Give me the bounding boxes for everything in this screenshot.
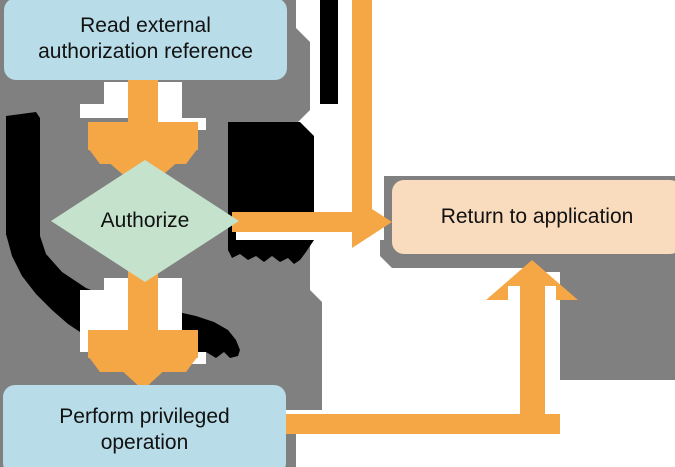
arrowhead-perform-to-return <box>486 260 578 300</box>
node-return-label: Return to application <box>440 205 634 229</box>
edge-entry-top <box>352 0 372 214</box>
node-return-to-application[interactable]: Return to application <box>392 180 675 254</box>
arrow-read-wing-l <box>88 122 128 150</box>
arrow-perform-skirt <box>88 356 198 372</box>
node-perform-label: Perform privileged operation <box>59 405 230 454</box>
arrow-perform-wing-r <box>158 330 198 358</box>
black-blob-left <box>6 112 240 358</box>
edge-perform-to-return-h <box>282 414 560 434</box>
node-perform-privileged-operation[interactable]: Perform privileged operation <box>3 385 286 467</box>
black-blob-top-right <box>320 0 338 104</box>
node-read-external-authorization-reference[interactable]: Read external authorization reference <box>4 0 287 80</box>
edge-perform-to-return-v <box>520 286 545 434</box>
diamond-authorize[interactable] <box>51 160 239 282</box>
node-read-label: Read external authorization reference <box>38 14 253 63</box>
arrow-read-wing-r <box>158 122 198 150</box>
arrow-read-skirt <box>88 148 198 164</box>
arrowhead-to-return <box>336 196 392 248</box>
arrow-strokes <box>88 0 578 434</box>
arrow-perform-wing-l <box>88 330 128 358</box>
